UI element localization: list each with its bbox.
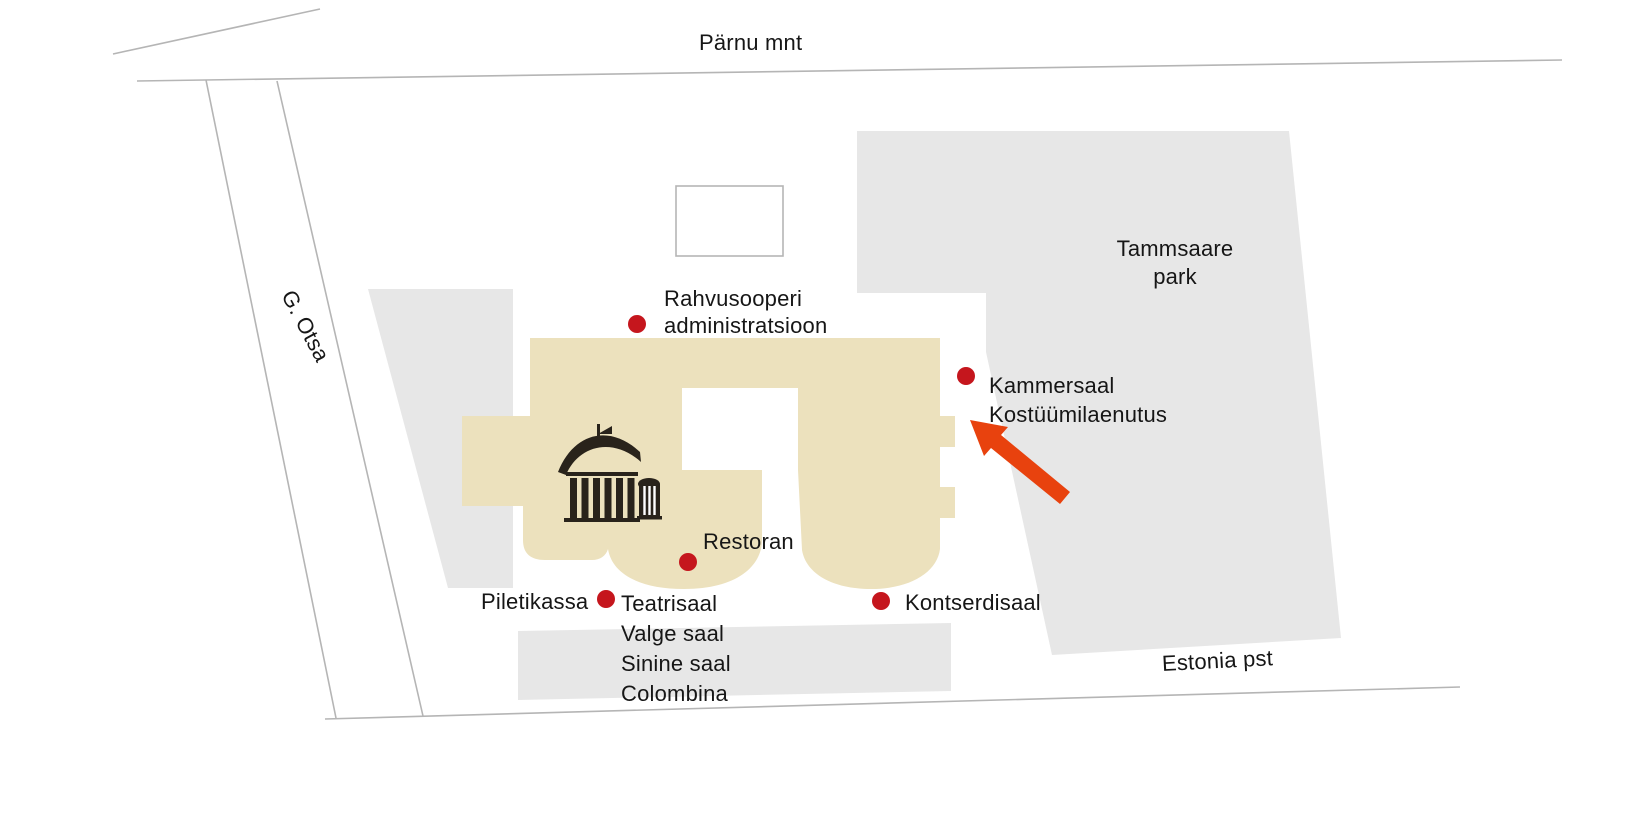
parnu-mnt-lower-edge-line [136,59,1563,82]
label-line: Teatrisaal [621,591,718,616]
park-label: Tammsaare park [1093,235,1257,291]
entrance-label-piletikassa: Piletikassa [481,589,589,614]
entrance-dot-kontserdisaal [872,592,890,610]
street-label-parnu-mnt: Pärnu mnt [699,30,803,55]
south-block-area [518,623,951,700]
g-otsa-right-edge-line [276,80,424,717]
entrance-label-kontserdisaal: Kontserdisaal [905,590,1041,615]
label-line: Valge saal [621,621,725,646]
label-line: Kostüümilaenutus [989,402,1168,427]
entrance-dot-administratsioon [628,315,646,333]
north-court-outline [675,185,784,257]
entrance-markers [597,315,975,610]
entrance-dot-restoran [679,553,697,571]
city-blocks [368,131,1341,700]
entrance-dot-kammersaal [957,367,975,385]
opera-house-icon [558,424,662,522]
parnu-mnt-upper-edge-line [112,8,321,55]
west-block-area [368,289,513,588]
label-line: Tammsaare [1116,236,1234,261]
entrance-label-theatre-halls: Teatrisaal Valge saal Sinine saal Colomb… [621,589,731,709]
street-lines [112,8,1563,720]
red-arrow-icon [970,420,1070,504]
label-line: Kammersaal [989,373,1115,398]
label-line: park [1153,264,1197,289]
entrance-label-administratsioon: Rahvusooperi administratsioon [664,285,827,339]
estonia-pst-edge-line [324,686,1461,720]
opera-building-footprint [462,338,955,589]
label-line: Colombina [621,681,728,706]
label-line: Sinine saal [621,651,731,676]
label-line: Rahvusooperi [664,286,803,311]
entrance-dot-piletikassa [597,590,615,608]
entrance-label-restoran: Restoran [703,529,794,554]
label-line: administratsioon [664,313,828,338]
entrance-label-kammersaal: Kammersaal Kostüümilaenutus [989,371,1167,429]
tammsaare-park-area [857,131,1341,655]
g-otsa-left-edge-line [205,79,337,719]
